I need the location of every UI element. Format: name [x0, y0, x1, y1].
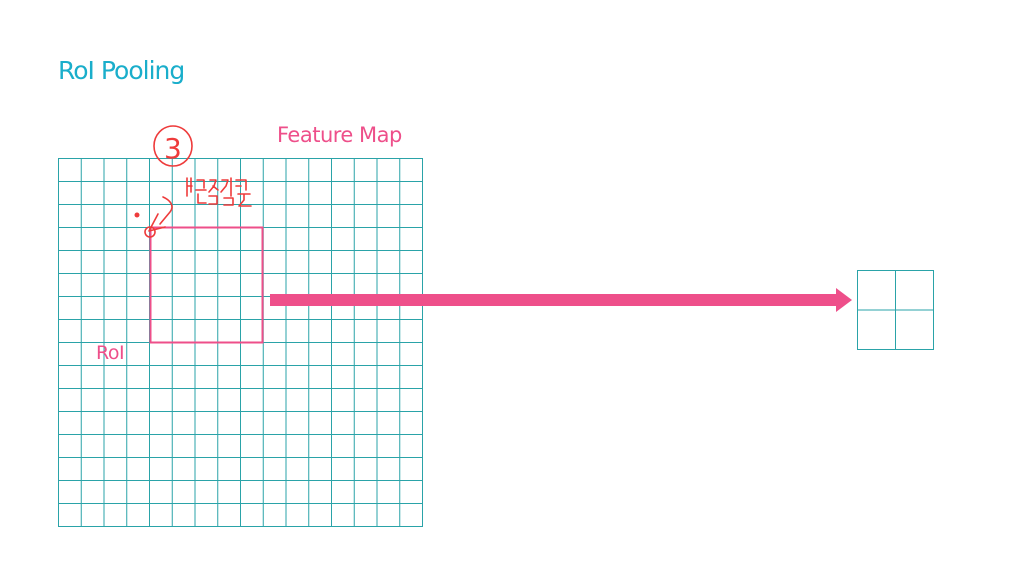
- annotation-pointer: [148, 196, 173, 232]
- roi-label: RoI: [96, 342, 124, 364]
- feature-map-grid: [58, 158, 423, 527]
- annotation-circle: [153, 125, 193, 167]
- feature-map-label: Feature Map: [277, 123, 402, 147]
- pooling-arrow: [270, 288, 852, 312]
- arrow-shaft: [270, 294, 838, 306]
- annotation-corner-mark: [144, 226, 156, 238]
- output-grid: [857, 270, 934, 350]
- arrow-head: [836, 288, 852, 312]
- slide-title: RoI Pooling: [58, 56, 185, 85]
- annotation-number: 3: [164, 132, 182, 165]
- handwritten-annotation: 3: [134, 125, 252, 238]
- annotation-dot: [134, 212, 140, 218]
- annotation-scribble: [186, 177, 252, 207]
- roi-box: [149, 226, 264, 344]
